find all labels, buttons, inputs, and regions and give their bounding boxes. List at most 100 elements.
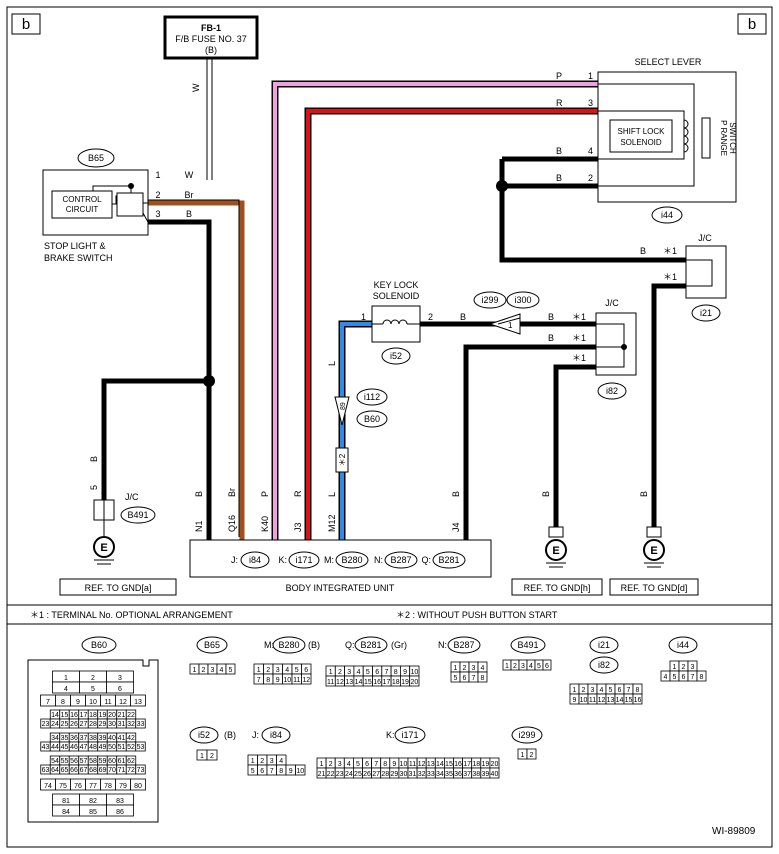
- key-lock-coil: [382, 319, 408, 325]
- svg-text:43: 43: [42, 744, 50, 751]
- svg-text:24: 24: [51, 721, 59, 728]
- svg-text:4: 4: [220, 667, 224, 674]
- svg-text:2: 2: [530, 752, 534, 759]
- connector-b65-label: B65: [88, 153, 104, 163]
- connector-i300-tag: [506, 291, 540, 309]
- svg-text:6: 6: [260, 768, 264, 775]
- svg-text:12: 12: [336, 679, 344, 686]
- cv-b287-prefix: N:: [438, 640, 447, 650]
- svg-text:10: 10: [580, 697, 588, 704]
- svg-text:39: 39: [99, 735, 107, 742]
- svg-text:27: 27: [80, 721, 88, 728]
- cv-i171-label: i171: [401, 730, 418, 740]
- p-range-l2: SWITCH: [728, 122, 737, 154]
- i171-cell: 3: [334, 757, 345, 769]
- svg-text:2: 2: [210, 753, 214, 760]
- fuse-box: [163, 15, 259, 60]
- svg-text:9: 9: [403, 669, 407, 676]
- connector-i112-tag: [356, 388, 388, 406]
- b60-cell: 57: [78, 755, 89, 766]
- svg-text:39: 39: [481, 771, 489, 778]
- blue-wire-label-bottom: L: [327, 492, 337, 497]
- b60-cell: 51: [116, 741, 127, 752]
- b60-cell: 72: [125, 764, 137, 775]
- select-lever-title: SELECT LEVER: [635, 57, 702, 67]
- b65-cell: 3: [207, 663, 218, 675]
- switch-wire1: W: [185, 170, 194, 180]
- b60-cell: 4: [52, 681, 80, 694]
- svg-text:4: 4: [347, 761, 351, 768]
- connector-b491-tag: [120, 506, 156, 524]
- svg-text:25: 25: [61, 721, 69, 728]
- svg-text:61: 61: [118, 758, 126, 765]
- svg-text:84: 84: [62, 809, 70, 816]
- i21-cell: 3: [587, 683, 598, 695]
- b60-cell: 31: [116, 718, 127, 729]
- relay-wire: B: [548, 312, 554, 322]
- diagram-frame: [6, 6, 773, 848]
- cv-i52-suffix: (B): [224, 730, 236, 740]
- b280-cell: 7: [253, 673, 264, 685]
- b60-cell: 38: [87, 732, 99, 743]
- svg-text:48: 48: [89, 744, 97, 751]
- jc-i82-box: [595, 312, 637, 376]
- key-lock-title-l2: SOLENOID: [373, 291, 420, 301]
- svg-text:36: 36: [70, 735, 78, 742]
- svg-text:11: 11: [589, 697, 596, 704]
- i44-cell: 6: [678, 670, 689, 682]
- connector-i52-label: i52: [390, 351, 402, 361]
- svg-text:5: 5: [366, 669, 370, 676]
- b60-cell: 3: [106, 670, 134, 683]
- biu-conn-b287: B287: [390, 555, 411, 565]
- svg-text:21: 21: [318, 771, 326, 778]
- b60-cell: 1: [52, 670, 80, 683]
- biu-prefix-n: N:: [374, 555, 383, 565]
- b60-cell: 2: [79, 670, 107, 683]
- i171-cell: 37: [462, 767, 473, 779]
- svg-text:18: 18: [89, 712, 97, 719]
- b60-cell: 86: [106, 804, 134, 817]
- svg-text:82: 82: [89, 798, 97, 805]
- svg-text:44: 44: [51, 744, 59, 751]
- svg-text:38: 38: [472, 771, 480, 778]
- svg-text:50: 50: [108, 744, 116, 751]
- b60-cell: 65: [59, 764, 70, 775]
- svg-text:11: 11: [409, 761, 416, 768]
- svg-text:1: 1: [454, 665, 458, 672]
- svg-text:40: 40: [108, 735, 116, 742]
- svg-text:6: 6: [463, 675, 467, 682]
- i84-cell: 9: [285, 764, 296, 776]
- connector-i299-label: i299: [481, 295, 498, 305]
- svg-text:66: 66: [70, 767, 78, 774]
- i171-cell: 23: [334, 767, 345, 779]
- svg-text:3: 3: [211, 667, 215, 674]
- b60-cell: 46: [68, 741, 80, 752]
- svg-text:79: 79: [119, 783, 127, 790]
- connector-i112-label: i112: [364, 392, 380, 402]
- b287-cell: 7: [468, 671, 479, 683]
- svg-text:29: 29: [99, 721, 107, 728]
- svg-text:1: 1: [193, 667, 197, 674]
- svg-text:5: 5: [91, 686, 95, 693]
- svg-text:27: 27: [372, 771, 380, 778]
- svg-text:10: 10: [89, 699, 97, 706]
- svg-text:74: 74: [44, 783, 52, 790]
- switch-lead: [142, 212, 149, 223]
- switch-dot: [128, 183, 134, 189]
- svg-text:5: 5: [251, 768, 255, 775]
- biu-conn-b287-tag: [384, 551, 418, 569]
- svg-text:16: 16: [373, 679, 381, 686]
- i171-cell: 30: [398, 767, 409, 779]
- relay-connector-symbol: [488, 313, 521, 335]
- svg-text:15: 15: [61, 712, 69, 719]
- i171-cell: 25: [352, 767, 363, 779]
- biu-prefix-j: J:: [231, 555, 238, 565]
- svg-text:75: 75: [59, 783, 67, 790]
- i171-cell: 19: [480, 757, 491, 769]
- wire-blue-edge: [338, 320, 372, 540]
- svg-text:8: 8: [481, 675, 485, 682]
- sl-pin2: 2: [588, 173, 593, 183]
- svg-text:13: 13: [345, 679, 353, 686]
- connector-i44-label: i44: [661, 210, 673, 220]
- wire-black-gnd-h: [553, 364, 596, 527]
